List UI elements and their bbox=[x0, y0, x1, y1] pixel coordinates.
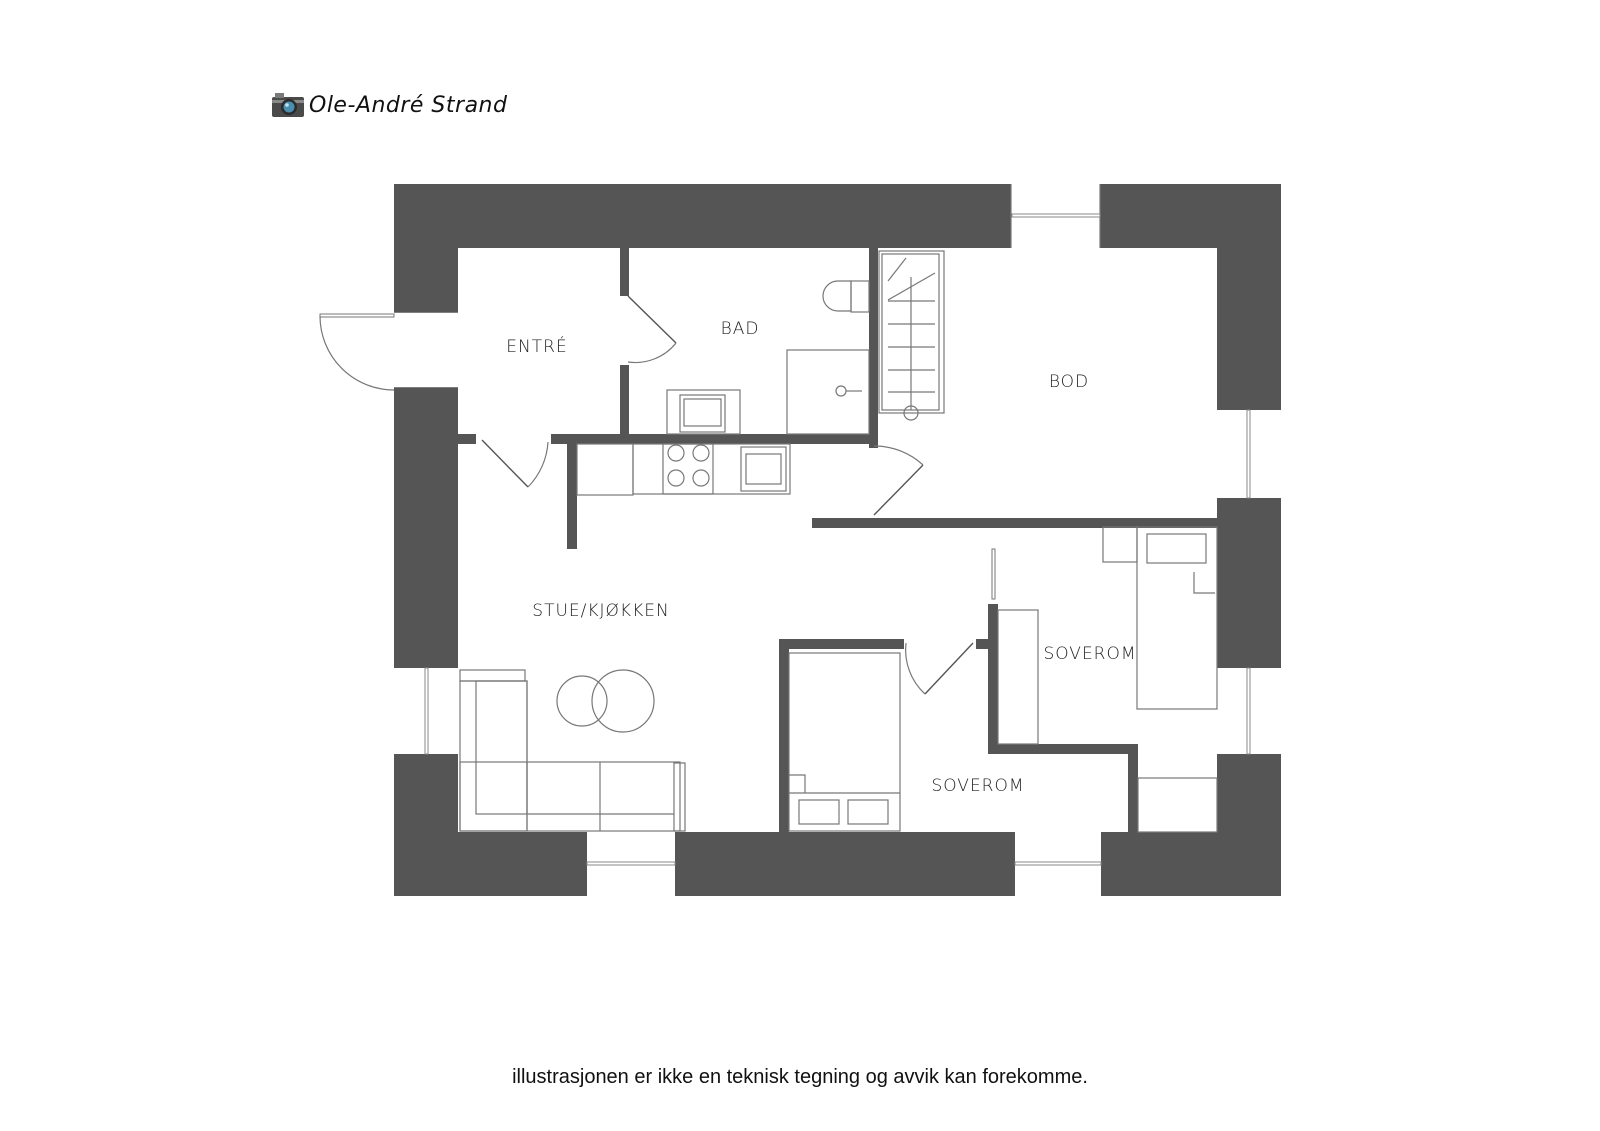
kitchen-counter bbox=[576, 443, 791, 496]
room-label-soverom-2: SOVEROM bbox=[931, 776, 1024, 796]
interior-walls bbox=[458, 248, 1217, 832]
room-label-bad: BAD bbox=[721, 319, 760, 339]
sofa bbox=[459, 669, 686, 832]
room-label-stue-kjokken: STUE/KJØKKEN bbox=[532, 601, 669, 621]
interior-doors bbox=[481, 295, 996, 695]
windows bbox=[394, 184, 1281, 896]
stairs bbox=[878, 250, 945, 421]
exterior-walls bbox=[394, 184, 1281, 896]
bed-soverom-1 bbox=[788, 652, 901, 832]
room-label-soverom-1: SOVEROM bbox=[1043, 644, 1136, 664]
dining-table bbox=[556, 669, 655, 733]
disclaimer-text: illustrasjonen er ikke en teknisk tegnin… bbox=[512, 1066, 1088, 1088]
room-label-entre: ENTRÉ bbox=[506, 335, 567, 357]
room-label-bod: BOD bbox=[1049, 372, 1089, 392]
bed-soverom-2 bbox=[997, 526, 1218, 833]
brand-name: Ole-André Strand bbox=[309, 92, 508, 118]
front-door bbox=[319, 313, 395, 391]
brand-logo: Ole-André Strand bbox=[271, 89, 507, 121]
camera-icon bbox=[272, 93, 304, 117]
bathroom-fixtures bbox=[666, 280, 870, 435]
